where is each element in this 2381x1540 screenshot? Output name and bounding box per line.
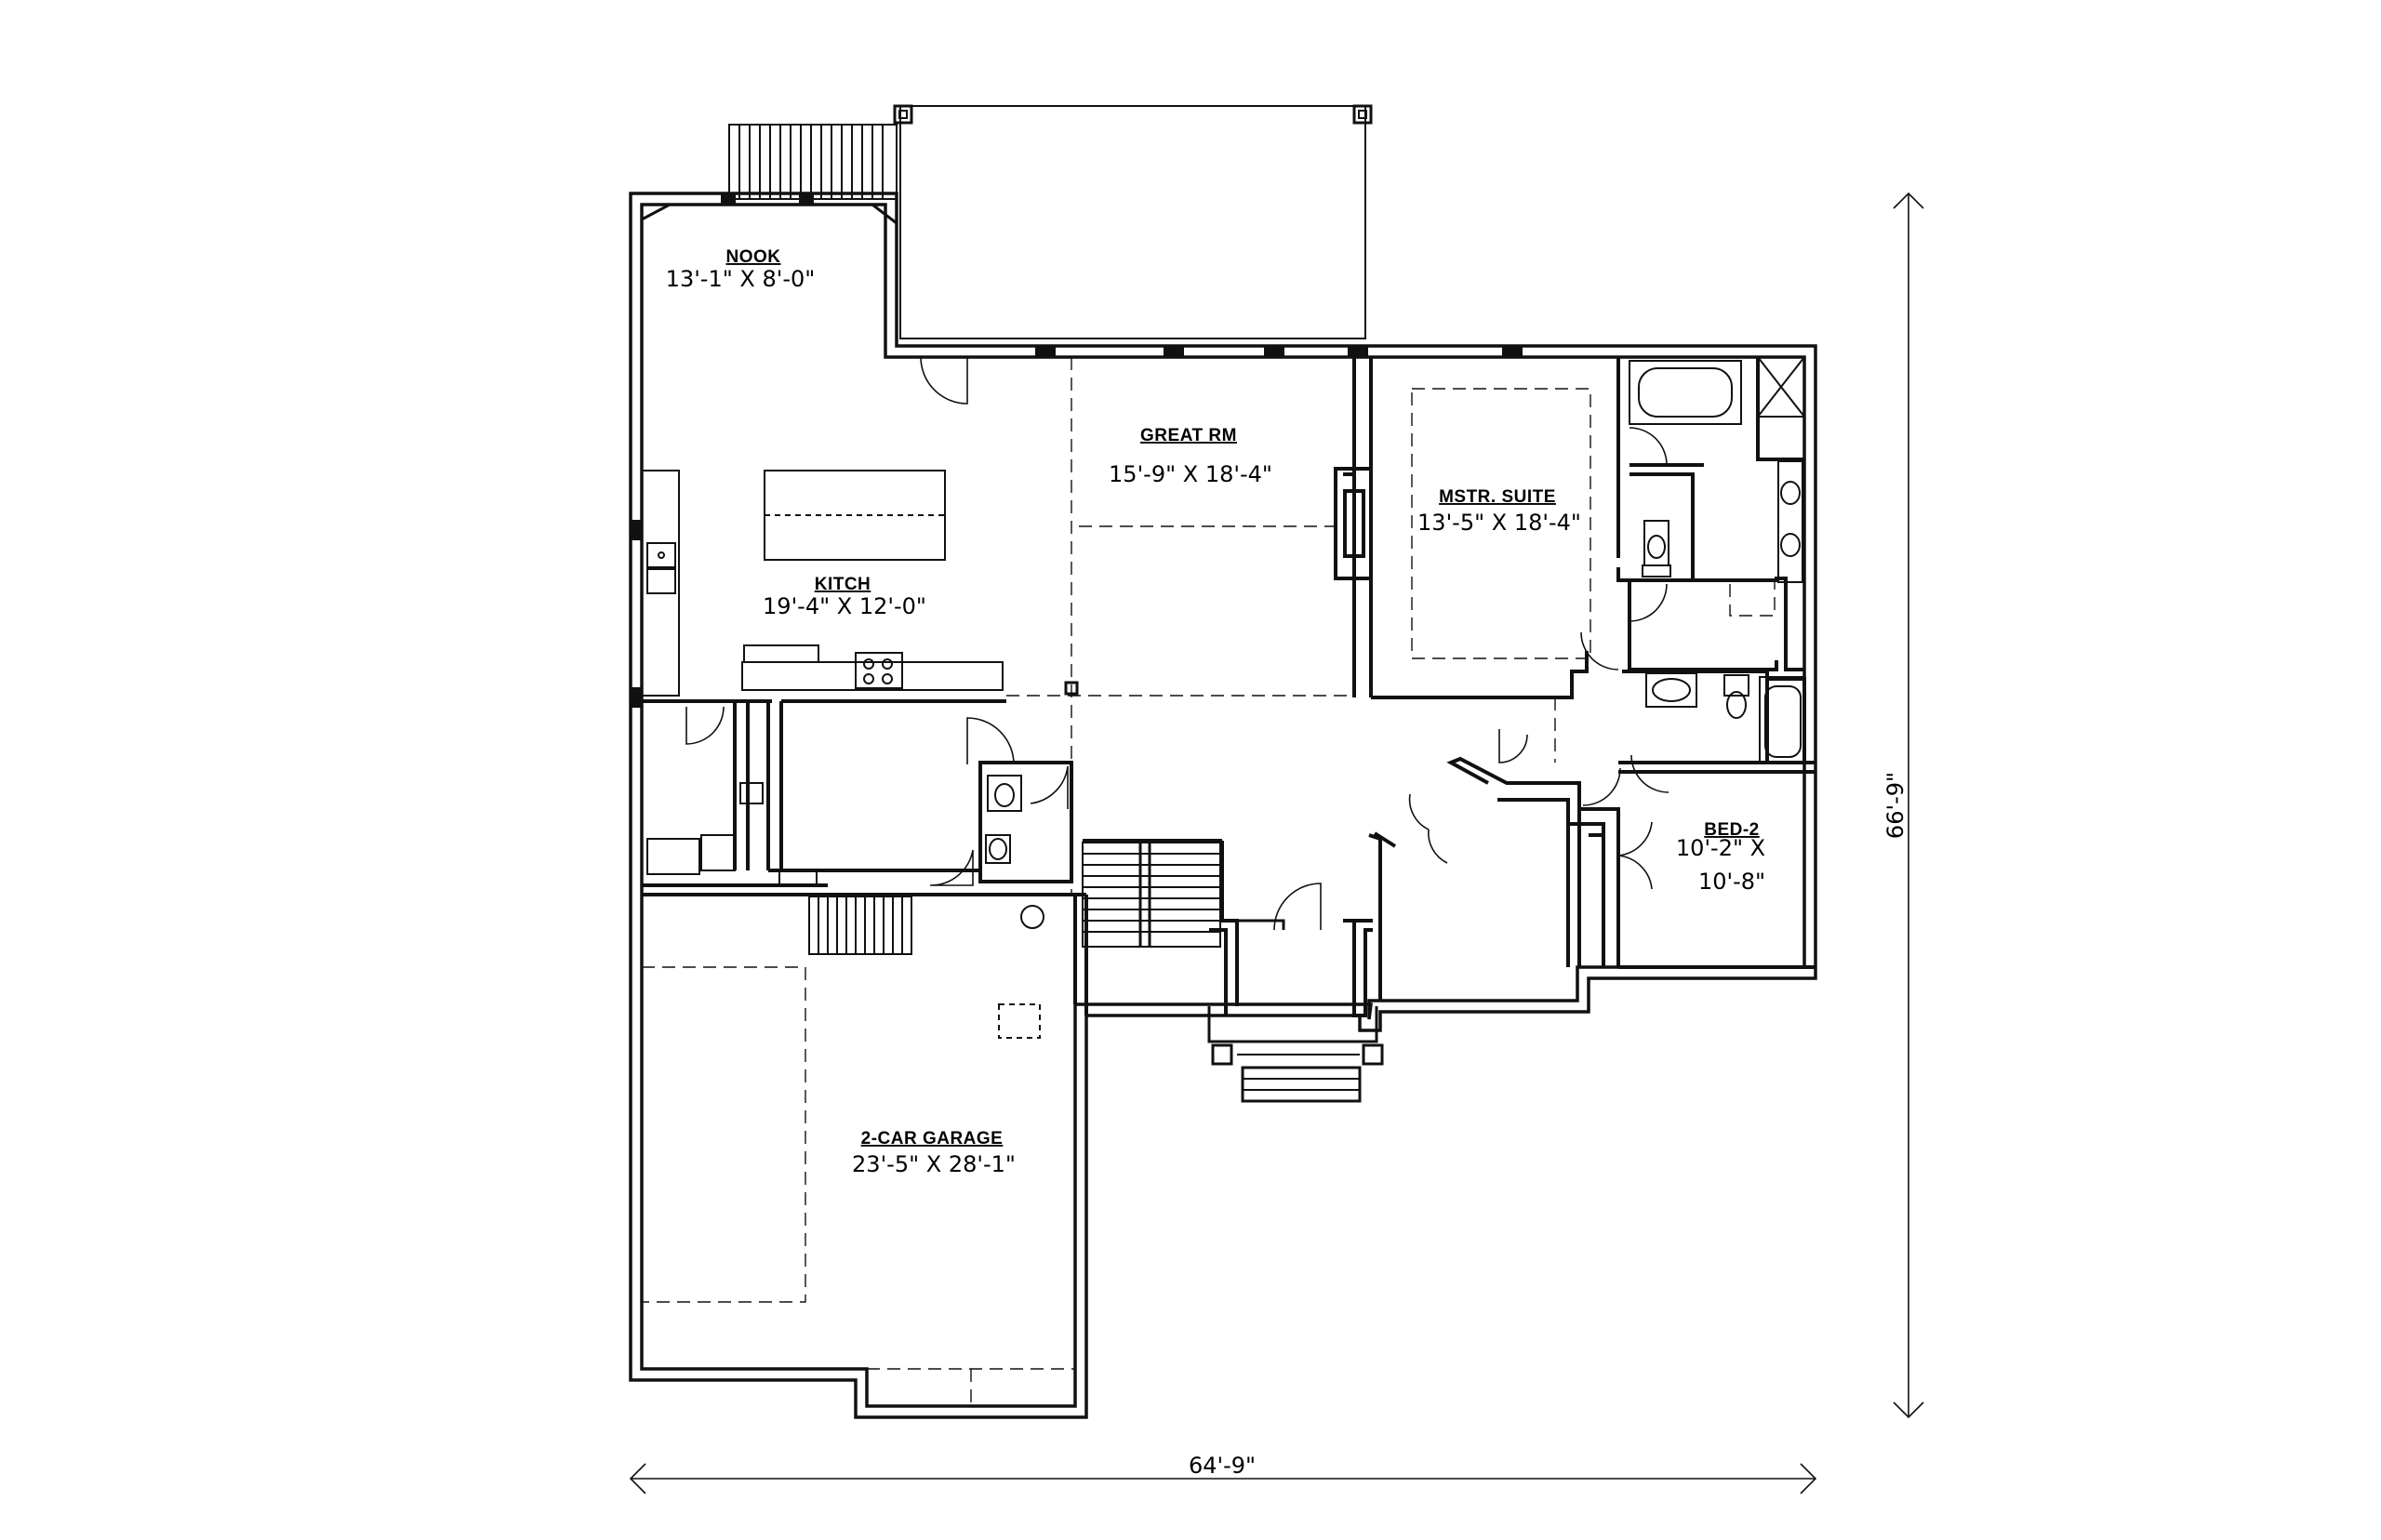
bed-2-dims-line1: 10'-2" X <box>1676 835 1765 861</box>
great-room-label: GREAT RM <box>1140 426 1237 445</box>
main-stair <box>1082 842 1221 948</box>
master-suite-dims: 13'-5" X 18'-4" <box>1417 510 1581 536</box>
column-marker <box>1064 681 1079 696</box>
garage-label: 2-CAR GARAGE <box>861 1129 1004 1148</box>
kitchen-dims: 19'-4" X 12'-0" <box>763 593 926 619</box>
kitchen-label: KITCH <box>815 575 871 594</box>
rear-steps <box>728 124 898 200</box>
master-bath-fixtures <box>1629 356 1805 583</box>
master-suite-label: MSTR. SUITE <box>1439 487 1556 507</box>
front-porch <box>1207 919 1384 1103</box>
bed-2-label: BED-2 <box>1704 820 1760 840</box>
door-swings <box>685 356 1669 931</box>
garage-stair <box>808 896 912 955</box>
interior-walls <box>642 357 1816 1017</box>
exterior-walls <box>629 192 1817 1419</box>
powder-fixtures <box>985 775 1044 1039</box>
laundry-fixtures <box>646 782 818 886</box>
windows <box>630 192 1523 708</box>
overall-depth-dim: 66'-9" <box>1882 772 1909 839</box>
garage-dims: 23'-5" X 28'-1" <box>852 1151 1016 1177</box>
nook-bay <box>641 203 898 225</box>
nook-label: NOOK <box>726 247 781 267</box>
dashed-lines <box>641 357 1776 1406</box>
nook-dims: 13'-1" X 8'-0" <box>666 266 816 292</box>
overall-width-dim: 64'-9" <box>1189 1453 1256 1479</box>
great-room-dims: 15'-9" X 18'-4" <box>1109 461 1272 487</box>
kitchen-cabinets <box>641 470 1004 697</box>
hall-bath-fixtures <box>1645 672 1805 763</box>
dimension-lines <box>629 192 1924 1494</box>
rear-covered-deck <box>893 104 1373 339</box>
bed-2-dims-line2: 10'-8" <box>1698 869 1765 895</box>
